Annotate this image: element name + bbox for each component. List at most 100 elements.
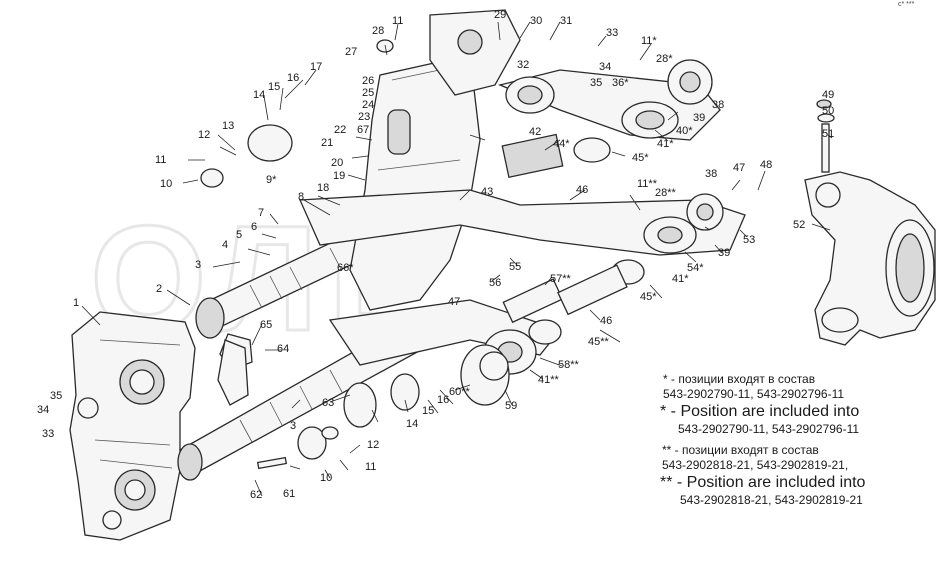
callout: 38 — [705, 168, 717, 180]
callout: 33 — [606, 27, 618, 39]
leader-lines — [81, 21, 833, 497]
callout: 61 — [283, 488, 295, 500]
callout: 39 — [718, 247, 730, 259]
callout: 41* — [672, 273, 689, 285]
callout: 10 — [160, 178, 172, 190]
callout: 28 — [372, 25, 384, 37]
callout: 42 — [529, 126, 541, 138]
callout: 57** — [550, 273, 572, 285]
callout: 20 — [331, 157, 343, 169]
callout: 25 — [362, 87, 374, 99]
callout: 14 — [253, 89, 265, 101]
legend-note1-en: * - Position are included into — [660, 403, 860, 420]
legend: * - позиции входят в состав 543-2902790-… — [640, 372, 940, 508]
callout: 38 — [712, 99, 724, 111]
callout: 19 — [333, 170, 345, 182]
callout: 48 — [760, 159, 772, 171]
callout: 62 — [250, 489, 262, 501]
callout: 11 — [155, 154, 166, 166]
callout: 33 — [42, 428, 54, 440]
callout: 16 — [437, 394, 449, 406]
callout: 63 — [322, 397, 334, 409]
callout: 3 — [290, 420, 296, 432]
callout: 51 — [822, 128, 834, 140]
callout: 41** — [538, 374, 560, 386]
callout: 11** — [637, 178, 658, 190]
callout: 47 — [733, 162, 745, 174]
central-housing — [349, 9, 521, 311]
callout: 46 — [576, 184, 588, 196]
callout: 30 — [530, 15, 542, 27]
left-bracket — [69, 311, 196, 541]
corner-mark: с* *** — [898, 1, 915, 8]
callout: 56 — [489, 277, 501, 289]
callout: 45* — [640, 291, 657, 303]
callout: 13 — [222, 120, 234, 132]
callout: 64 — [277, 343, 289, 355]
upper-lever-arm — [497, 59, 721, 141]
callout: 39 — [693, 112, 705, 124]
callout: 28** — [655, 187, 677, 199]
callout: 10 — [320, 472, 332, 484]
callout: 67 — [357, 124, 369, 136]
callout-labels: 11 28 29 30 31 33 11* 27 17 16 15 14 26 … — [37, 9, 834, 501]
callout: 17 — [310, 61, 322, 73]
callout: 24 — [362, 99, 374, 111]
callout: 40* — [676, 125, 693, 137]
legend-note2-codes-ru: 543-2902818-21, 543-2902819-21, — [662, 458, 849, 472]
legend-note1-ru: * - позиции входят в состав — [663, 372, 816, 386]
legend-note2-ru: ** - позиции входят в состав — [662, 443, 819, 457]
callout: 41* — [657, 138, 674, 150]
callout: 60** — [449, 386, 471, 398]
callout: 34 — [599, 61, 611, 73]
callout: 28* — [656, 53, 673, 65]
callout: 58** — [558, 359, 580, 371]
callout: 66* — [337, 262, 354, 274]
callout: 23 — [358, 111, 370, 123]
callout: 52 — [793, 219, 805, 231]
callout: 50 — [822, 105, 834, 117]
callout: 29 — [494, 9, 506, 21]
callout: 55 — [509, 261, 521, 273]
legend-note2-en: ** - Position are included into — [660, 474, 866, 491]
callout: 44* — [553, 138, 570, 150]
callout: 15 — [422, 405, 434, 417]
seals-and-bushings — [200, 39, 645, 470]
callout: 45** — [588, 336, 610, 348]
callout: 3 — [195, 259, 201, 271]
callout: 16 — [287, 72, 299, 84]
callout: 49 — [822, 89, 834, 101]
legend-note2-codes-en: 543-2902818-21, 543-2902819-21 — [680, 493, 863, 507]
callout: 34 — [37, 404, 49, 416]
callout: 11 — [365, 461, 376, 473]
legend-note1-codes-ru: 543-2902790-11, 543-2902796-11 — [663, 387, 845, 401]
callout: 21 — [321, 137, 333, 149]
callout: 36* — [612, 77, 629, 89]
callout: 35 — [590, 77, 602, 89]
callout: 43 — [481, 186, 493, 198]
callout: 14 — [406, 418, 418, 430]
middle-lever-arm — [299, 133, 746, 256]
callout: 47 — [448, 296, 460, 308]
callout: 18 — [317, 182, 329, 194]
callout: 31 — [560, 15, 572, 27]
callout: 27 — [345, 46, 357, 58]
callout: 46 — [600, 315, 612, 327]
callout: 35 — [50, 390, 62, 402]
callout: 22 — [334, 124, 346, 136]
steering-knuckle — [804, 171, 936, 346]
callout: 1 — [73, 297, 79, 309]
king-pin-parts — [816, 99, 835, 173]
callout: 59 — [505, 400, 517, 412]
callout: 15 — [268, 81, 280, 93]
callout: 12 — [198, 129, 210, 141]
callout: 7 — [258, 207, 264, 219]
callout: 65 — [260, 319, 272, 331]
callout: 8 — [298, 191, 304, 203]
callout: 4 — [222, 239, 228, 251]
callout: 32 — [517, 59, 529, 71]
callout: 26 — [362, 75, 374, 87]
callout: 11 — [392, 15, 403, 27]
